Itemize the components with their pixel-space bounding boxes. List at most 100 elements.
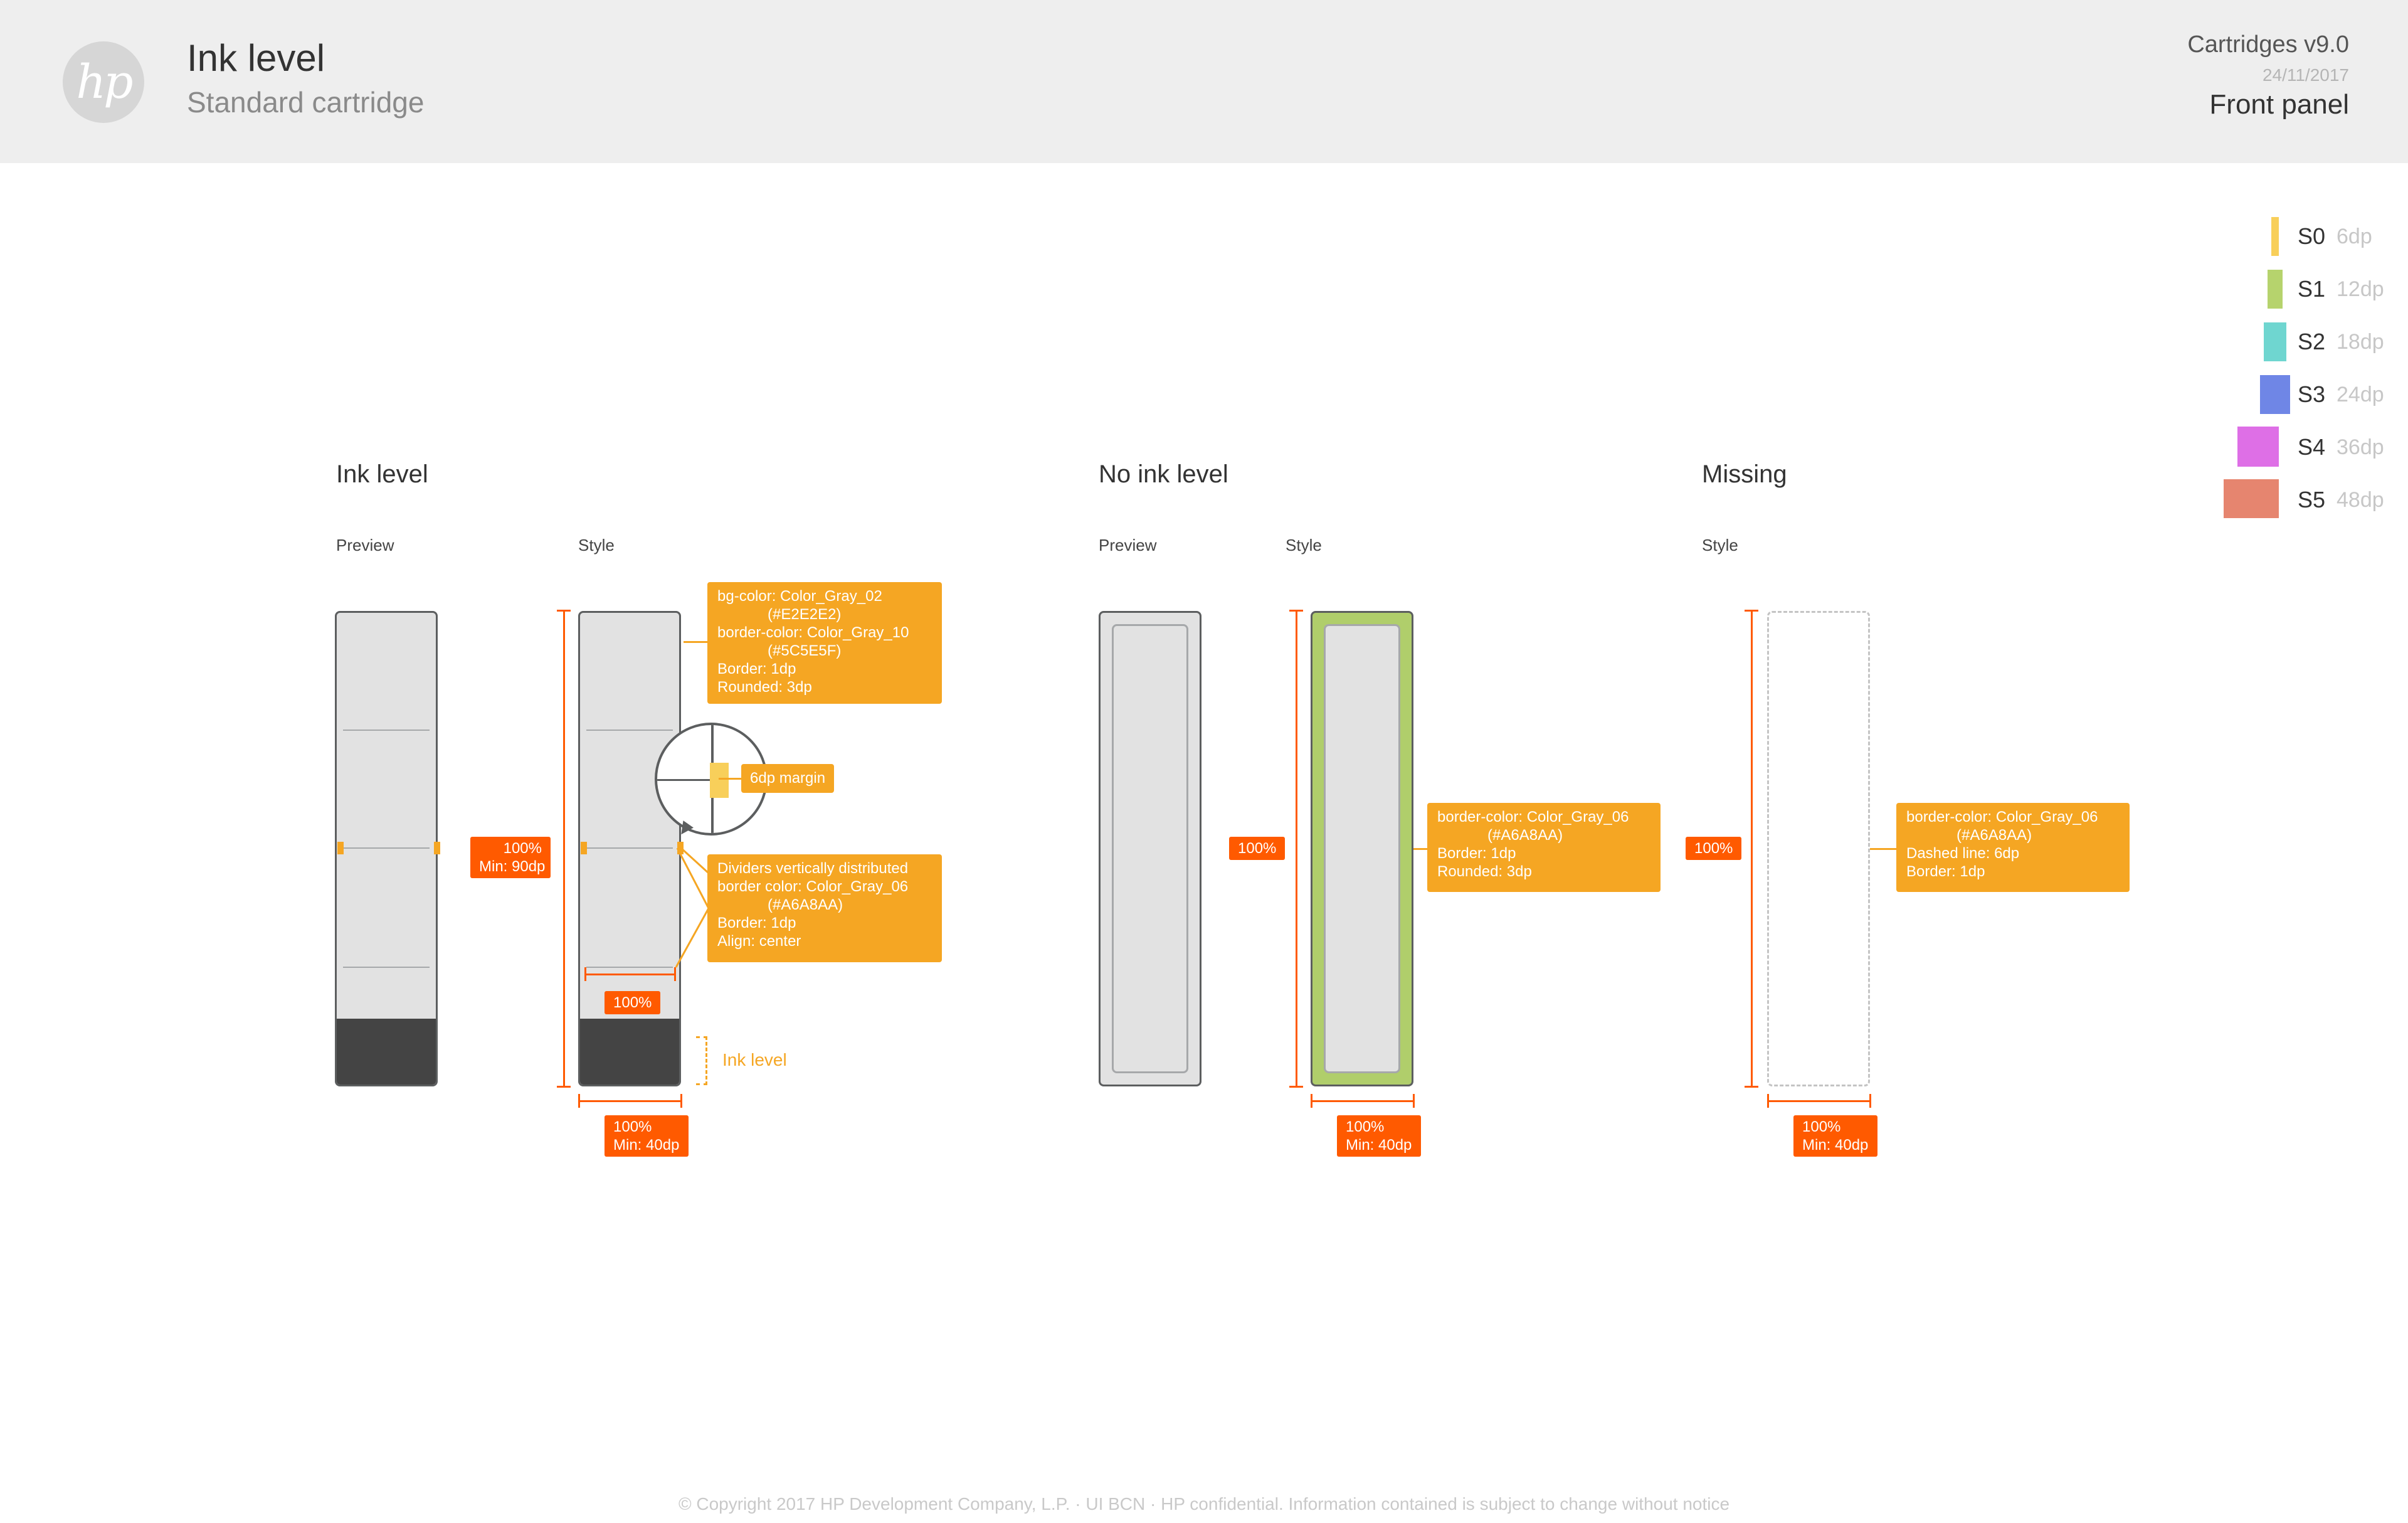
missing-height-badge: 100%: [1686, 837, 1742, 860]
height-badge: 100% Min: 90dp: [470, 837, 551, 878]
missing-style-note: border-color: Color_Gray_06 (#A6A8AA) Da…: [1896, 803, 2130, 892]
inner-width-badge: 100%: [605, 991, 661, 1014]
divider-1: [586, 730, 673, 731]
width-tick-left: [1767, 1094, 1769, 1108]
divider-marker-right: [677, 842, 684, 854]
width-tick-right: [1413, 1094, 1415, 1108]
note-line: Dashed line: 6dp: [1906, 845, 2020, 862]
header-bar: hp Ink level Standard cartridge Cartridg…: [0, 0, 2408, 163]
divider-marker-right: [434, 842, 440, 854]
height-badge-value: 100%: [503, 840, 542, 857]
note-line: Border: 1dp: [717, 915, 796, 931]
cartridge-preview-ink: [335, 611, 438, 1086]
section-title-ink-level: Ink level: [336, 460, 428, 488]
height-measure-line: [1751, 610, 1753, 1088]
legend-label-s5: S5: [2298, 487, 2326, 512]
ink-fill: [580, 1018, 679, 1085]
legend-label-s4: S4: [2298, 434, 2326, 460]
ink-fill: [337, 1018, 436, 1085]
note-line: border-color: Color_Gray_06: [1906, 809, 2098, 825]
height-measure-line: [1296, 610, 1297, 1088]
width-badge-min: Min: 40dp: [1346, 1137, 1412, 1154]
divider-3: [586, 967, 673, 968]
hp-logo: hp: [63, 41, 144, 123]
preview-label: Preview: [1099, 536, 1157, 555]
legend-swatch-s1: [2268, 270, 2283, 309]
legend-size-s3: 24dp: [2337, 383, 2384, 406]
no-ink-style-note: border-color: Color_Gray_06 (#A6A8AA) Bo…: [1427, 803, 1661, 892]
note-line: (#5C5E5F): [717, 642, 842, 659]
note-line: border color: Color_Gray_06: [717, 878, 909, 895]
legend-size-s5: 48dp: [2337, 488, 2384, 512]
no-ink-height-badge: 100%: [1229, 837, 1286, 860]
width-badge: 100% Min: 40dp: [1793, 1115, 1877, 1157]
margin-note-connector: [719, 778, 742, 780]
width-badge: 100% Min: 40dp: [1337, 1115, 1421, 1157]
note-line: Border: 1dp: [1437, 845, 1516, 862]
legend-size-s1: 12dp: [2337, 277, 2384, 301]
height-measure-top: [557, 610, 571, 612]
legend-swatch-s4: [2237, 427, 2279, 467]
cartridge-inner: [1324, 624, 1400, 1073]
cartridge-missing: [1767, 611, 1870, 1086]
note-line: (#E2E2E2): [717, 606, 842, 623]
divider-3: [343, 967, 430, 968]
note-line: bg-color: Color_Gray_02: [717, 588, 882, 605]
divider-2: [343, 847, 430, 849]
missing-note-connector: [1870, 848, 1898, 850]
cartridge-preview-no-ink: [1099, 611, 1201, 1086]
height-badge-min: Min: 90dp: [479, 858, 546, 875]
note-line: Rounded: 3dp: [1437, 863, 1532, 880]
ink-level-label: Ink level: [722, 1050, 787, 1069]
legend-label-s0: S0: [2298, 223, 2326, 249]
cartridge-inner: [1112, 624, 1188, 1073]
divider-marker-left: [337, 842, 344, 854]
magnifier-h-line: [657, 779, 714, 781]
divider-2: [586, 847, 673, 849]
width-badge-min: Min: 40dp: [1802, 1137, 1869, 1154]
cartridge-style-no-ink: [1311, 611, 1413, 1086]
date-label: 24/11/2017: [2262, 65, 2349, 85]
legend-size-s0: 6dp: [2337, 225, 2372, 248]
divider-marker-left: [581, 842, 587, 854]
margin-note: 6dp margin: [741, 764, 835, 793]
legend-swatch-s2: [2264, 322, 2286, 361]
width-measure-line: [1311, 1100, 1415, 1102]
note-line: Align: center: [717, 933, 801, 950]
height-measure-bottom: [557, 1086, 571, 1088]
width-tick-left: [578, 1094, 580, 1108]
width-tick-right: [680, 1094, 682, 1108]
note-line: Rounded: 3dp: [717, 679, 812, 696]
note-line: border-color: Color_Gray_10: [717, 624, 909, 641]
legend-size-s2: 18dp: [2337, 330, 2384, 354]
copyright-footer: © Copyright 2017 HP Development Company,…: [678, 1494, 1730, 1514]
height-measure-top: [1289, 610, 1303, 612]
width-badge: 100% Min: 40dp: [605, 1115, 689, 1157]
legend-label-s3: S3: [2298, 381, 2326, 407]
connector-top: [680, 847, 710, 874]
height-measure-line: [563, 610, 565, 1088]
version-label: Cartridges v9.0: [2187, 31, 2349, 58]
connector-low: [675, 908, 710, 968]
section-title-missing: Missing: [1702, 460, 1787, 488]
section-title-no-ink-level: No ink level: [1099, 460, 1228, 488]
legend-label-s1: S1: [2298, 276, 2326, 302]
note-line: Border: 1dp: [717, 661, 796, 677]
no-ink-note-connector: [1413, 848, 1428, 850]
style-label: Style: [1286, 536, 1322, 555]
spacing-legend: S0 6dp S1 12dp S2 18dp S3 24dp S4 36dp S…: [2207, 213, 2395, 527]
note-line: Dividers vertically distributed: [717, 860, 909, 877]
legend-label-s2: S2: [2298, 329, 2326, 354]
margin-highlight: [710, 763, 729, 798]
bg-style-note: bg-color: Color_Gray_02 (#E2E2E2) border…: [707, 582, 942, 704]
note-line: Border: 1dp: [1906, 863, 1985, 880]
width-measure-line: [578, 1100, 682, 1102]
panel-label: Front panel: [2209, 89, 2349, 120]
note-line: (#A6A8AA): [1437, 827, 1563, 844]
preview-label: Preview: [336, 536, 394, 555]
divider-note-connectors: [675, 847, 710, 968]
page-title: Ink level: [187, 37, 325, 79]
width-badge-value: 100%: [1346, 1118, 1385, 1135]
note-line: (#A6A8AA): [1906, 827, 2032, 844]
legend-swatch-s5: [2224, 479, 2279, 518]
